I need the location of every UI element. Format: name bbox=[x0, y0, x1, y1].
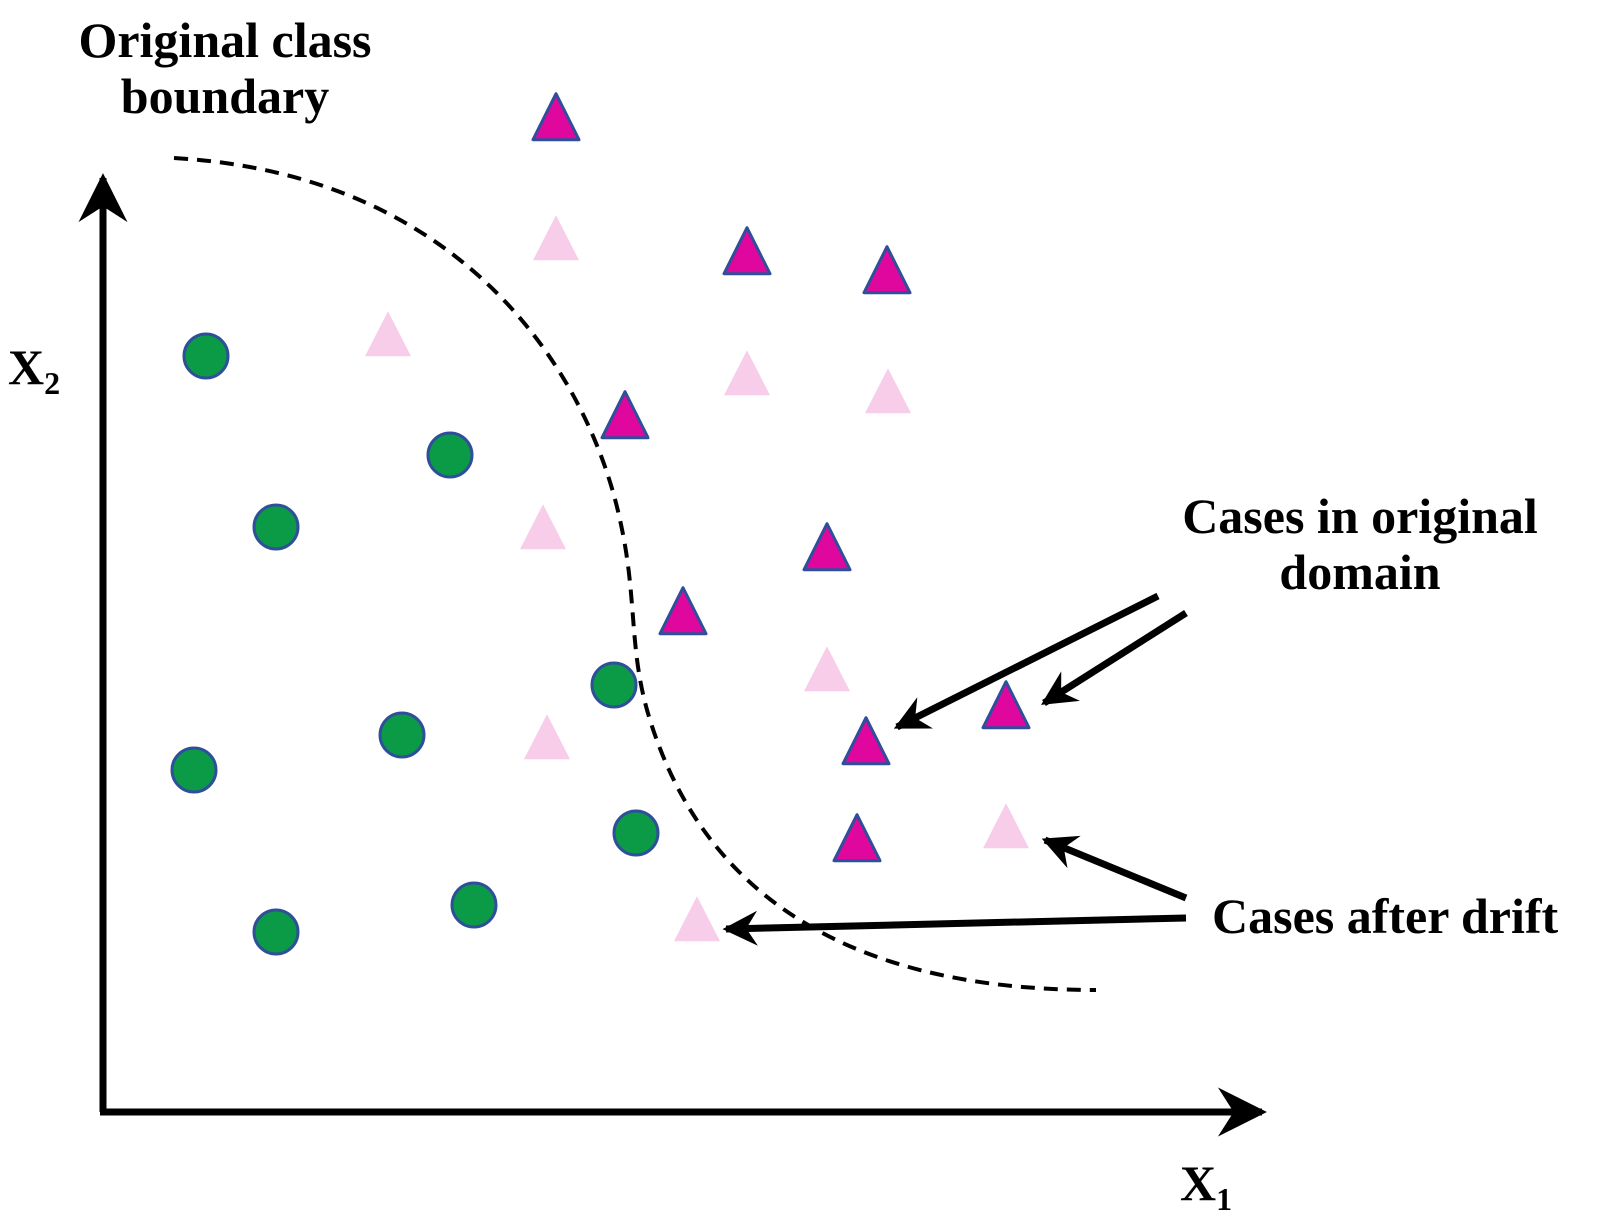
drift-triangle bbox=[724, 350, 770, 396]
circle-point bbox=[378, 711, 426, 759]
drift-triangle bbox=[524, 714, 570, 760]
original-points bbox=[531, 92, 1031, 863]
drift-triangle bbox=[674, 896, 720, 942]
circle-point bbox=[170, 746, 218, 794]
boundary-label-line2: boundary bbox=[120, 68, 330, 124]
arrow-to-original-far bbox=[1041, 610, 1188, 706]
original-triangle bbox=[531, 92, 581, 142]
original-domain-label-line2: domain bbox=[1279, 544, 1441, 600]
circle-point bbox=[182, 332, 230, 380]
original-domain-label: Cases in original domain bbox=[1130, 488, 1590, 600]
x-axis-label-sub: 1 bbox=[1216, 1181, 1233, 1217]
original-triangle bbox=[722, 226, 772, 276]
arrow-to-drift-left bbox=[722, 910, 1187, 946]
drift-triangle bbox=[365, 311, 411, 357]
class-a-points bbox=[170, 332, 660, 956]
original-triangle bbox=[981, 680, 1031, 730]
boundary-label-line1: Original class bbox=[78, 12, 372, 68]
drift-triangle bbox=[865, 368, 911, 414]
original-triangle bbox=[600, 390, 650, 440]
original-triangle bbox=[841, 716, 891, 766]
boundary-label: Original class boundary bbox=[40, 12, 410, 124]
x-axis-label: X1 bbox=[1180, 1158, 1232, 1215]
circle-point bbox=[612, 809, 660, 857]
circle-point bbox=[426, 431, 474, 479]
circle-point bbox=[252, 503, 300, 551]
arrow-to-original-near bbox=[893, 592, 1160, 731]
circle-point bbox=[590, 661, 638, 709]
circle-point bbox=[252, 908, 300, 956]
y-axis-label-sub: 2 bbox=[44, 365, 61, 401]
circle-point bbox=[450, 881, 498, 929]
y-axis-label-main: X bbox=[8, 339, 45, 395]
y-axis-label: X2 bbox=[8, 342, 60, 399]
drift-triangle bbox=[520, 504, 566, 550]
pointer-arrows bbox=[722, 592, 1188, 946]
drift-triangle bbox=[983, 803, 1029, 849]
original-triangle bbox=[802, 522, 852, 572]
original-triangle bbox=[832, 813, 882, 863]
x-axis-label-main: X bbox=[1180, 1155, 1217, 1211]
class-boundary-curve bbox=[173, 156, 1097, 992]
drift-points bbox=[365, 215, 1029, 942]
original-triangle bbox=[862, 245, 912, 295]
drift-triangle bbox=[533, 215, 579, 261]
drift-triangle bbox=[804, 646, 850, 692]
drift-label: Cases after drift bbox=[1212, 888, 1559, 944]
original-triangle bbox=[658, 586, 708, 636]
original-domain-label-line1: Cases in original bbox=[1182, 488, 1538, 544]
arrow-to-drift-right bbox=[1041, 835, 1188, 902]
